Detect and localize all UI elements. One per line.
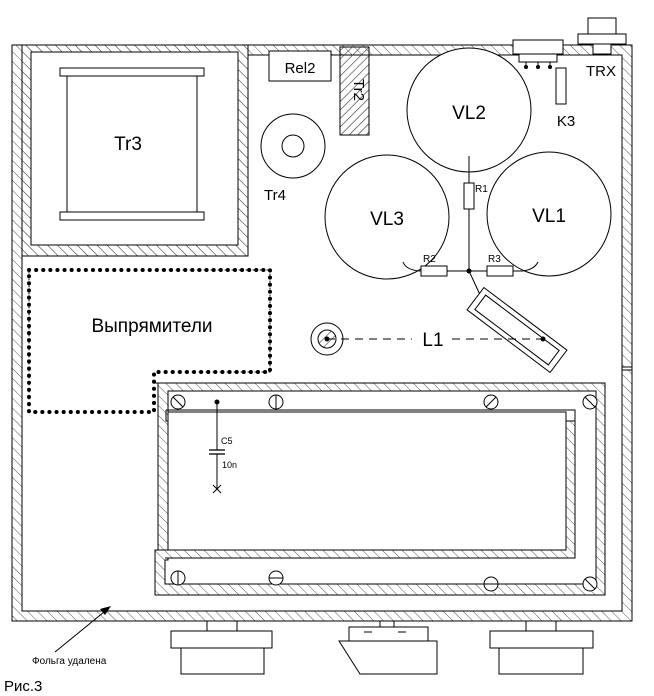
c5-value-label: 10n bbox=[222, 460, 237, 470]
r1-label: R1 bbox=[475, 184, 488, 195]
rel2-label: Rel2 bbox=[285, 60, 316, 77]
r3-label: R3 bbox=[488, 254, 501, 265]
screw-7 bbox=[483, 576, 499, 592]
r2-label: R2 bbox=[423, 254, 436, 265]
screw-8 bbox=[582, 576, 598, 592]
tr2-transformer: Tr2 bbox=[339, 46, 370, 136]
rectifiers-block: Выпрямители bbox=[27, 268, 272, 414]
tr3-transformer: Tr3 bbox=[21, 44, 249, 257]
screw-2 bbox=[268, 394, 284, 410]
vl3-tube: VL3 bbox=[324, 154, 450, 280]
screw-1 bbox=[170, 394, 186, 410]
rectifiers-label: Выпрямители bbox=[91, 316, 212, 337]
c5-label: C5 bbox=[221, 436, 233, 446]
c5-capacitor: C5 10n bbox=[209, 399, 237, 494]
tr3-label: Tr3 bbox=[114, 134, 142, 155]
screw-3 bbox=[483, 394, 499, 410]
k3-label: K3 bbox=[557, 113, 575, 130]
figure-caption: Рис.3 bbox=[4, 678, 42, 695]
trx-label: TRX bbox=[586, 63, 616, 80]
bottom-connector-middle bbox=[338, 620, 438, 675]
tr2-label: Tr2 bbox=[350, 79, 367, 101]
foil-removed-label: Фольга удалена bbox=[32, 656, 107, 667]
vl2-label: VL2 bbox=[452, 103, 486, 124]
lower-compartment bbox=[154, 382, 606, 596]
bottom-knob-left bbox=[170, 620, 273, 675]
screw-4 bbox=[582, 394, 598, 410]
trx-connector: TRX bbox=[512, 17, 627, 80]
rel2-relay: Rel2 bbox=[268, 50, 332, 82]
tr4-toroid: Tr4 bbox=[260, 113, 326, 204]
vl3-label: VL3 bbox=[370, 209, 404, 230]
bottom-knob-right bbox=[489, 620, 594, 675]
screws bbox=[170, 394, 598, 592]
screw-6 bbox=[268, 570, 284, 586]
vl2-tube: VL2 bbox=[406, 47, 532, 173]
screw-5 bbox=[170, 570, 186, 586]
k3-component: K3 bbox=[555, 67, 575, 130]
foil-removed-annotation: Фольга удалена bbox=[32, 606, 111, 667]
l1-label: L1 bbox=[422, 330, 443, 351]
l1-coil: L1 bbox=[310, 286, 568, 374]
vl1-label: VL1 bbox=[532, 206, 566, 227]
tr4-label: Tr4 bbox=[264, 187, 286, 204]
vl1-tube: VL1 bbox=[486, 151, 612, 277]
